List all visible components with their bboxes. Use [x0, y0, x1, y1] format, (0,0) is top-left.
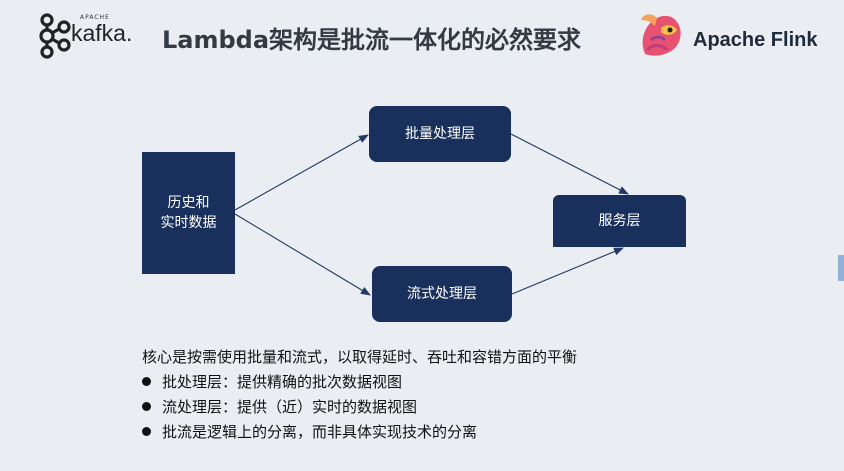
- bullet-item: 批处理层：提供精确的批次数据视图: [142, 370, 477, 395]
- bullet-text: 流处理层：提供（近）实时的数据视图: [162, 398, 418, 416]
- box-stream-layer-label: 流式处理层: [407, 286, 477, 302]
- summary-text: 核心是按需使用批量和流式，以取得延时、吞吐和容错方面的平衡: [142, 348, 578, 366]
- kafka-logo: APACHE kafka.: [36, 12, 146, 62]
- bullet-item: 批流是逻辑上的分离，而非具体实现技术的分离: [142, 420, 477, 445]
- arrow-source-to-batch: [234, 134, 369, 211]
- bullet-text: 批处理层：提供精确的批次数据视图: [162, 373, 403, 391]
- bullet-item: 流处理层：提供（近）实时的数据视图: [142, 395, 477, 420]
- arrow-source-to-stream: [234, 213, 371, 296]
- arrow-batch-to-serving: [510, 133, 629, 195]
- flink-wordmark: Apache Flink: [693, 29, 818, 51]
- kafka-icon: [39, 13, 71, 59]
- side-edge-marker: [838, 255, 844, 281]
- bullet-dot-icon: [142, 402, 151, 411]
- arrow-stream-to-serving: [511, 247, 624, 295]
- kafka-wordmark: kafka.: [71, 20, 133, 46]
- box-serving-layer-label: 服务层: [598, 213, 641, 229]
- bullet-dot-icon: [142, 427, 151, 436]
- box-source-data-label: 历史和 实时数据: [160, 195, 217, 231]
- kafka-apache-label: APACHE: [80, 14, 110, 21]
- box-batch-layer-label: 批量处理层: [405, 126, 475, 142]
- slide-title: Lambda架构是批流一体化的必然要求: [162, 26, 582, 54]
- box-stream-layer: 流式处理层: [372, 266, 512, 322]
- box-serving-layer: 服务层: [553, 195, 686, 247]
- box-batch-layer: 批量处理层: [369, 106, 511, 162]
- box-source-data: 历史和 实时数据: [142, 152, 235, 274]
- flink-squirrel-icon: [641, 14, 681, 56]
- bullet-list: 批处理层：提供精确的批次数据视图 流处理层：提供（近）实时的数据视图 批流是逻辑…: [142, 370, 477, 445]
- bullet-text: 批流是逻辑上的分离，而非具体实现技术的分离: [162, 423, 478, 441]
- bullet-dot-icon: [142, 377, 151, 386]
